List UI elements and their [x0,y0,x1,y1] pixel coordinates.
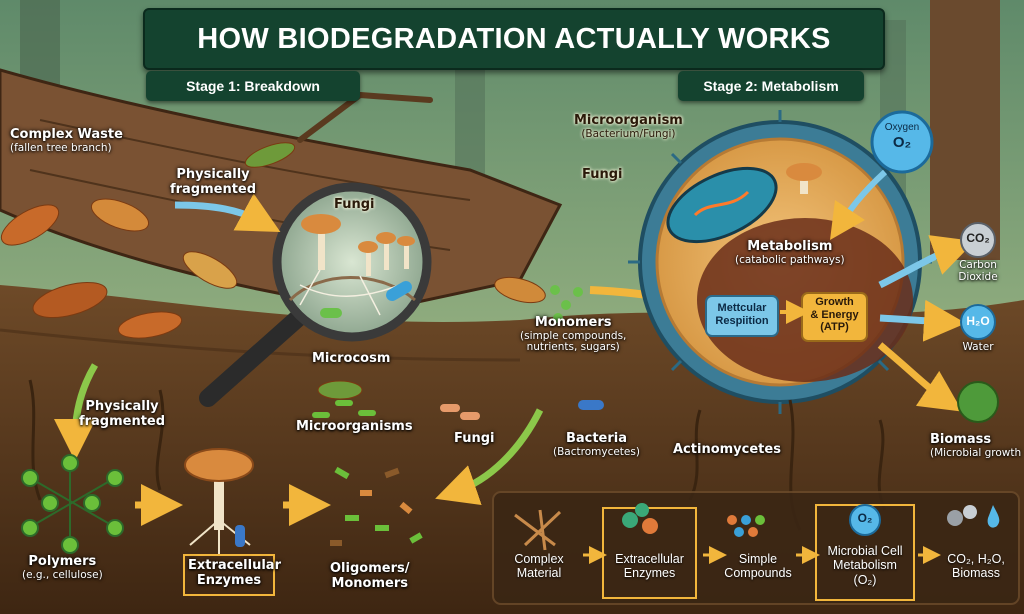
arrow-fragmented-top [174,193,281,233]
co2-molecule-icon [960,222,996,258]
label-bacteria: Bacteria(Bactromycetes) [553,431,640,458]
oligomer-bits [330,466,423,546]
page-title: HOW BIODEGRADATION ACTUALLY WORKS [197,23,831,55]
summary-o2-label: O₂ [857,511,873,525]
soil-microbes [312,400,604,420]
lens-mushrooms [301,214,415,276]
label-physically-fragmented-low: Physically fragmented [78,399,166,429]
summary-enzymes-bracket [602,507,697,599]
biomass-icon [957,381,999,423]
label-lens-fungi: Fungi [334,197,375,212]
label-microcosm: Microcosm [312,351,391,366]
enzyme-mushroom [184,448,254,555]
summary-o2-icon [849,504,881,536]
label-water: Water [962,341,994,353]
title-bar: HOW BIODEGRADATION ACTUALLY WORKS [143,8,885,70]
extracellular-bracket [183,554,275,596]
label-co2-symbol: CO₂ [966,231,990,245]
magnifier-handle [199,309,307,407]
arrow-biomass [877,342,963,412]
arrow-to-oligomers [435,408,544,506]
respiration-box [705,295,779,337]
h2o-molecule-icon [960,304,996,340]
oxygen-bubble [870,110,934,174]
stage2-badge: Stage 2: Metabolism [678,71,864,101]
label-metabolism: Metabolism(catabolic pathways) [735,239,845,266]
monomer-dots [550,285,583,323]
polymer-network [21,454,124,554]
tree-trunk [930,0,1000,260]
label-oligomers: Oligomers/Monomers [330,561,410,591]
arrow-h2o [879,299,966,342]
label-actinomycetes: Actinomycetes [673,442,781,457]
label-microorganism: Microorganism(Bacterium/Fungi) [574,113,683,140]
label-oxygen: Oxygen O₂ [884,122,920,151]
label-biomass: Biomass(Microbial growth [930,432,1022,459]
label-microorganisms: Microorganisms [296,419,413,434]
label-growth-energy: Growth& Energy(ATP) [810,296,859,334]
label-physically-fragmented-top: Physically fragmented [169,167,257,197]
arrow-fragmented-low [54,363,99,461]
label-cell-fungi: Fungi [582,167,623,182]
label-polymers: Polymers(e.g., cellulose) [22,554,103,581]
label-soil-fungi: Fungi [454,431,495,446]
summary-products: CO₂, H₂O,Biomass [947,552,1005,581]
label-h2o-symbol: H₂O [966,314,990,328]
arrow-oxygen-in [830,169,888,240]
label-complex-waste: Complex Waste(fallen tree branch) [10,127,123,154]
leaves [0,142,546,400]
arrow-co2 [878,235,975,289]
stage1-badge: Stage 1: Breakdown [146,71,360,101]
summary-panel [492,491,1020,605]
label-monomers: Monomers(simple compounds,nutrients, sug… [520,315,627,354]
